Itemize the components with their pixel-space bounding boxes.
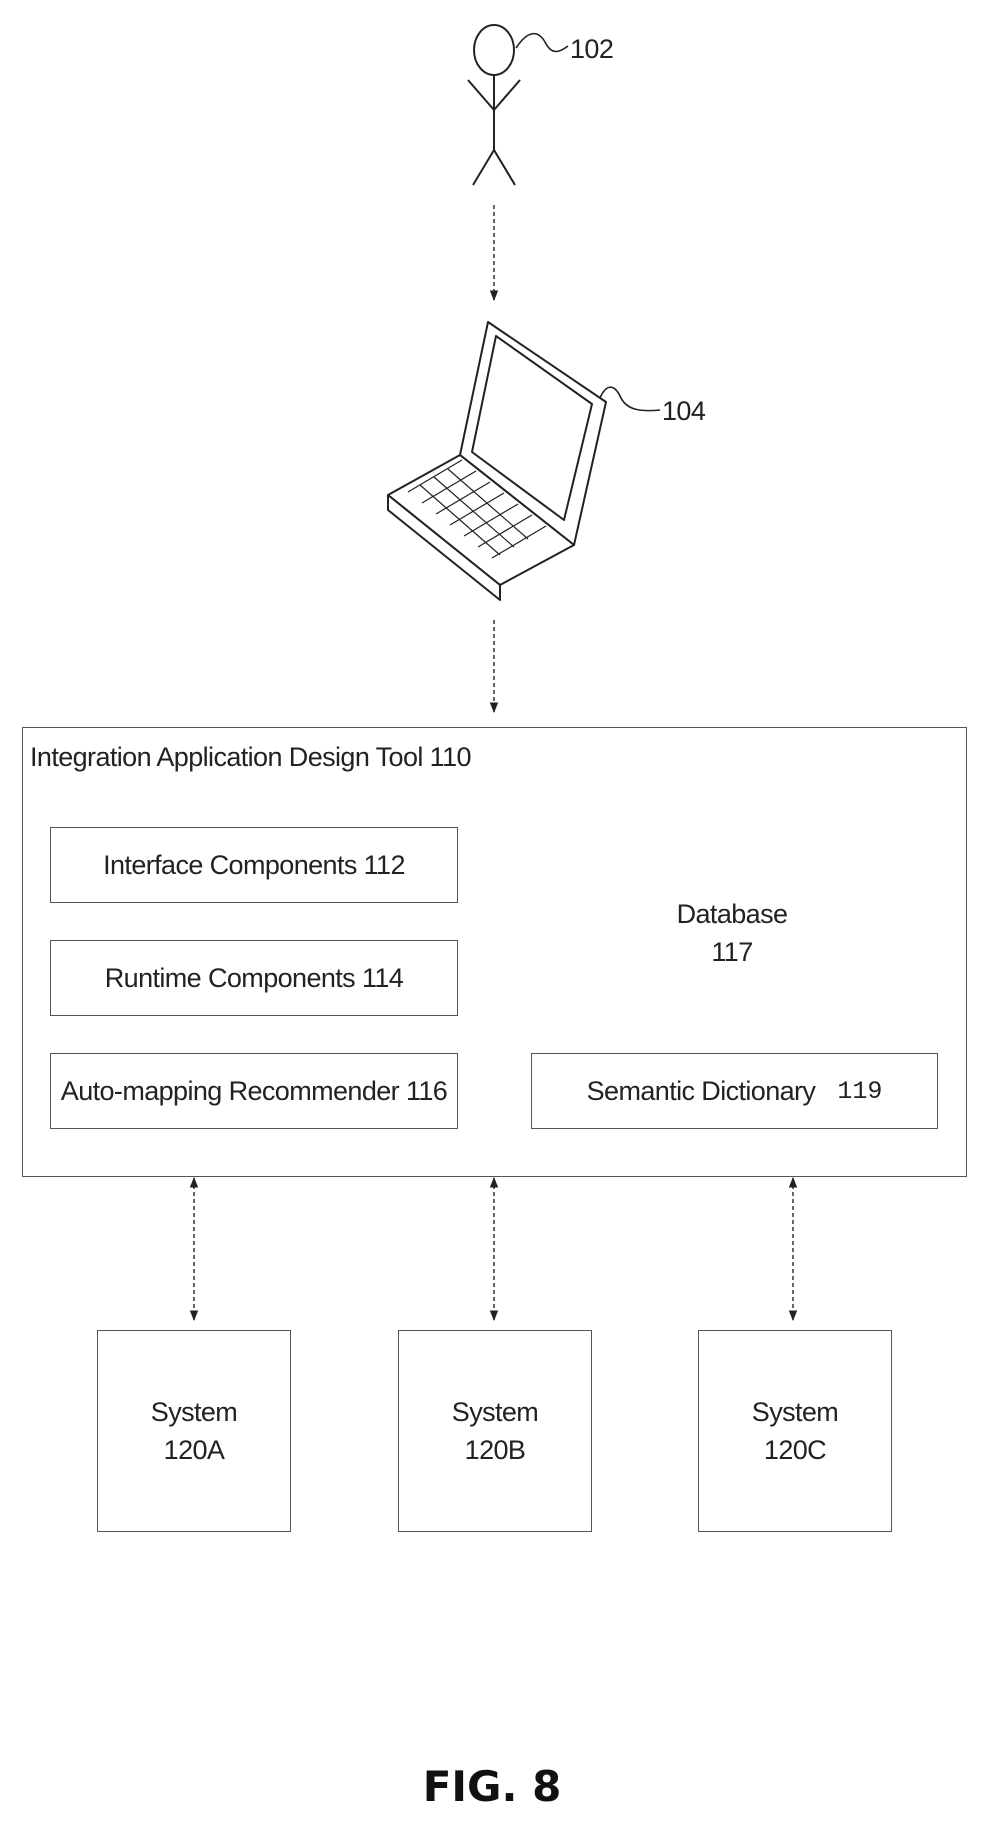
database-label: Database 117 (646, 888, 818, 978)
system-120a-box: System 120A (97, 1330, 291, 1532)
system-120a-line2: 120A (164, 1431, 225, 1469)
runtime-components-box: Runtime Components 114 (50, 940, 458, 1016)
figure-label: FIG. 8 (0, 1762, 984, 1811)
system-120c-line2: 120C (764, 1431, 826, 1469)
laptop-ref-number: 104 (662, 396, 705, 427)
user-figure-icon (468, 25, 520, 185)
system-120a-line1: System (151, 1393, 237, 1431)
semantic-dictionary-label: Semantic Dictionary (587, 1076, 816, 1107)
system-120c-line1: System (752, 1393, 838, 1431)
semantic-dictionary-ref: 119 (837, 1077, 882, 1106)
system-120b-line1: System (452, 1393, 538, 1431)
laptop-icon (388, 322, 606, 600)
user-ref-number: 102 (570, 34, 613, 65)
integration-tool-title: Integration Application Design Tool 110 (30, 742, 471, 773)
database-label-line1: Database (677, 895, 788, 933)
user-ref-leader (516, 34, 568, 52)
system-120b-box: System 120B (398, 1330, 592, 1532)
auto-mapping-recommender-box: Auto-mapping Recommender 116 (50, 1053, 458, 1129)
interface-components-box: Interface Components 112 (50, 827, 458, 903)
system-120c-box: System 120C (698, 1330, 892, 1532)
laptop-ref-leader (600, 387, 660, 410)
semantic-dictionary-box: Semantic Dictionary 119 (531, 1053, 938, 1129)
database-label-line2: 117 (711, 933, 752, 971)
system-120b-line2: 120B (465, 1431, 526, 1469)
